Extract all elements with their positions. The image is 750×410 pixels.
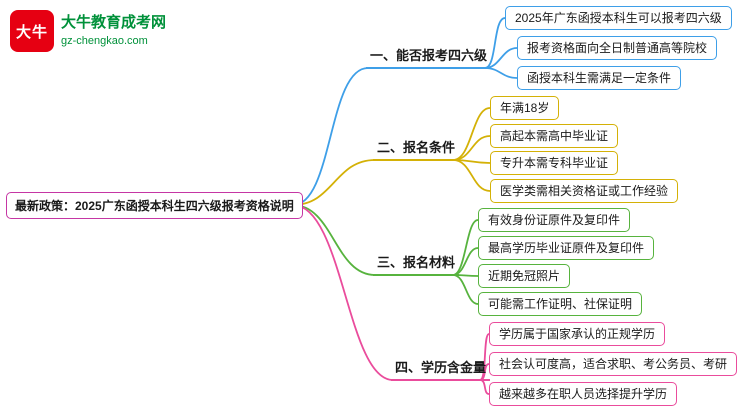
leaf-node: 函授本科生需满足一定条件 (517, 66, 682, 90)
leaf-node: 近期免冠照片 (478, 264, 571, 288)
leaf-node: 有效身份证原件及复印件 (478, 208, 631, 232)
branch-can-apply-cet: 一、能否报考四六级 (366, 45, 492, 69)
leaf-node: 越来越多在职人员选择提升学历 (489, 382, 678, 406)
root-topic: 最新政策：2025广东函授本科生四六级报考资格说明 (6, 192, 303, 219)
leaf-node: 年满18岁 (490, 96, 560, 120)
branch-registration-materials: 三、报名材料 (373, 252, 460, 276)
leaf-node: 最高学历毕业证原件及复印件 (478, 236, 655, 260)
leaf-node: 可能需工作证明、社保证明 (478, 292, 643, 316)
leaf-node: 专升本需专科毕业证 (490, 151, 619, 175)
leaf-node: 高起本需高中毕业证 (490, 124, 619, 148)
branch-registration-requirements: 二、报名条件 (373, 137, 460, 161)
site-url: gz-chengkao.com (61, 35, 148, 47)
leaf-node: 医学类需相关资格证或工作经验 (490, 179, 679, 203)
site-name: 大牛教育成考网 (61, 14, 167, 31)
branch-degree-value: 四、学历含金量 (391, 357, 491, 381)
leaf-node: 报考资格面向全日制普通高等院校 (517, 36, 718, 60)
logo-icon: 大牛 (10, 10, 54, 52)
leaf-node: 2025年广东函授本科生可以报考四六级 (505, 6, 732, 30)
leaf-node: 学历属于国家承认的正规学历 (489, 322, 666, 346)
site-logo[interactable]: 大牛 大牛教育成考网 gz-chengkao.com (10, 10, 166, 52)
leaf-node: 社会认可度高，适合求职、考公务员、考研 (489, 352, 738, 376)
